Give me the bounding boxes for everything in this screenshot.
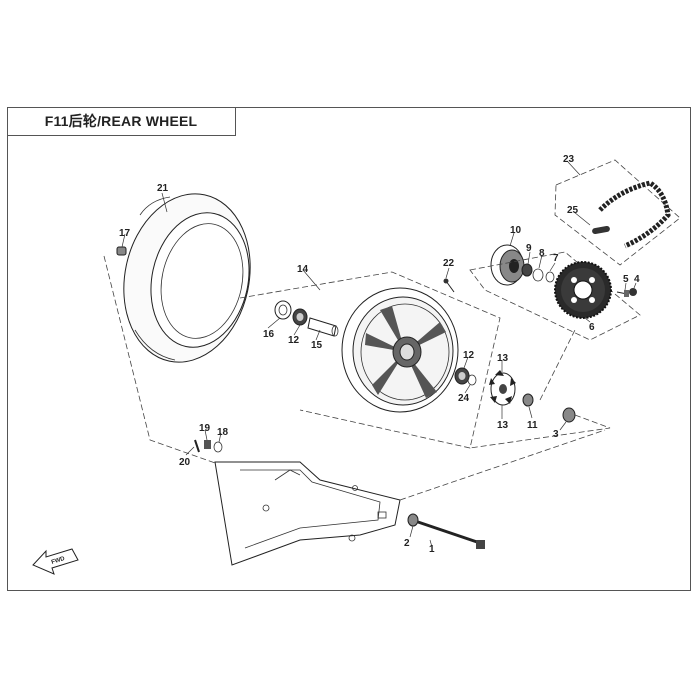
- bearing-12-right[interactable]: [454, 367, 470, 385]
- tire-leader-outline: [103, 255, 236, 471]
- callout-19: 19: [199, 423, 211, 434]
- callout-12-left: 12: [288, 335, 300, 346]
- callout-24: 24: [458, 393, 470, 404]
- callout-16: 16: [263, 329, 275, 340]
- sprocket-nut[interactable]: [629, 288, 637, 296]
- callout-17: 17: [119, 228, 131, 239]
- diagram-frame: [7, 107, 691, 591]
- callout-4: 4: [634, 274, 640, 285]
- spacer-3[interactable]: [562, 407, 576, 423]
- callout-15: 15: [311, 340, 323, 351]
- fwd-label: FWD: [51, 556, 66, 566]
- bolt-22[interactable]: [443, 278, 455, 293]
- chain-master-link[interactable]: [592, 225, 611, 235]
- bearing-9[interactable]: [521, 263, 533, 277]
- callout-10: 10: [510, 225, 522, 236]
- callout-25: 25: [567, 205, 579, 216]
- swingarm[interactable]: [214, 461, 401, 566]
- rim[interactable]: [341, 287, 459, 413]
- carrier-group-outline: [469, 251, 641, 341]
- callout-20: 20: [179, 457, 191, 468]
- callout-1: 1: [429, 544, 435, 555]
- wheel-group-outline: [239, 271, 501, 449]
- seal-8[interactable]: [532, 268, 544, 282]
- fwd-arrow-icon: FWD: [32, 548, 79, 575]
- callout-22: 22: [443, 258, 455, 269]
- axle-spacer[interactable]: [307, 317, 339, 337]
- callout-11: 11: [527, 420, 538, 431]
- chain-group-outline: [554, 159, 681, 266]
- sprocket-carrier[interactable]: [490, 244, 525, 286]
- adjuster-washer-18[interactable]: [213, 441, 223, 453]
- callout-6: 6: [589, 322, 595, 333]
- drive-chain[interactable]: [598, 180, 671, 249]
- callout-18: 18: [217, 427, 229, 438]
- chain-adjuster-bolt[interactable]: [194, 439, 200, 453]
- callout-2: 2: [404, 538, 410, 549]
- callout-9: 9: [526, 243, 532, 254]
- callout-5: 5: [623, 274, 629, 285]
- title-box: F11后轮/REAR WHEEL: [7, 107, 236, 136]
- callout-13-top: 13: [497, 353, 509, 364]
- page-title: F11后轮/REAR WHEEL: [44, 113, 198, 129]
- leader-lines: [121, 161, 637, 548]
- callout-12-right: 12: [463, 350, 475, 361]
- axle-washer[interactable]: [407, 513, 419, 527]
- bearing-12-left[interactable]: [292, 308, 308, 326]
- rear-sprocket[interactable]: [554, 261, 612, 319]
- spacer-11-leader: [539, 329, 576, 401]
- sprocket-bolt[interactable]: [616, 290, 629, 297]
- rear-axle[interactable]: [417, 520, 485, 549]
- axle-leader-outline: [399, 429, 606, 501]
- callout-13-bottom: 13: [497, 420, 509, 431]
- callout-7: 7: [553, 253, 559, 264]
- circlip-7[interactable]: [545, 271, 555, 283]
- spacer-11[interactable]: [522, 393, 534, 407]
- tire[interactable]: [109, 182, 266, 374]
- spacer-leader-outline: [469, 414, 611, 449]
- callout-21: 21: [157, 183, 169, 194]
- callout-8: 8: [539, 248, 545, 259]
- valve[interactable]: [116, 246, 127, 256]
- callout-3: 3: [553, 429, 559, 440]
- callout-23: 23: [563, 154, 575, 165]
- callout-14: 14: [297, 264, 309, 275]
- seal-16[interactable]: [274, 300, 292, 320]
- circlip[interactable]: [467, 374, 477, 386]
- cush-drive-damper[interactable]: [489, 370, 516, 406]
- adjuster-nut-19[interactable]: [204, 440, 211, 449]
